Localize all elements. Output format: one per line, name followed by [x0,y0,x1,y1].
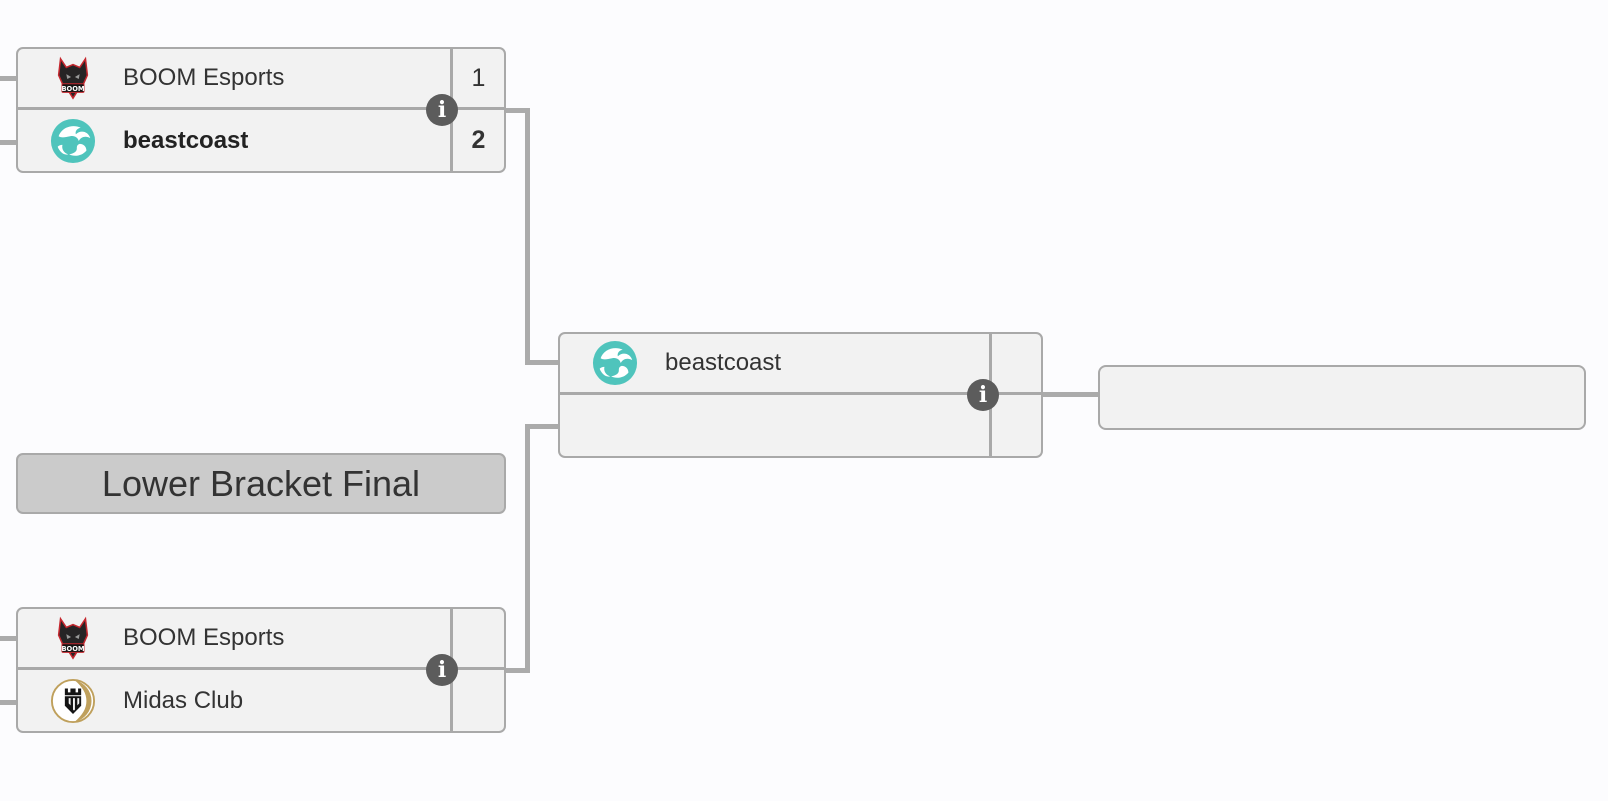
boom-esports-logo-icon[interactable]: BOOM [50,615,96,661]
svg-text:BOOM: BOOM [61,645,84,653]
match-bottom: BOOM BOOM Esports Midas Club i [16,607,506,733]
team-name[interactable]: BOOM Esports [123,624,285,651]
info-glyph: i [978,382,988,408]
advancement-slot [1098,365,1586,430]
team-name[interactable]: beastcoast [665,349,782,376]
match-info-icon[interactable]: i [426,94,458,126]
team-name[interactable]: BOOM Esports [123,64,285,91]
score-value: 1 [471,63,486,92]
connector-stub-top-row2 [0,140,17,145]
info-glyph: i [437,97,447,123]
connector-bottom-exit [504,668,530,673]
score-cell [450,609,504,670]
match-lower-bracket-final: beastcoast i [558,332,1043,458]
score-cell [989,395,1041,456]
beastcoast-logo-icon[interactable] [592,340,638,386]
info-glyph: i [437,657,447,683]
round-header-label: Lower Bracket Final [101,462,421,504]
team-slot-midas-club: Midas Club [18,670,450,731]
score-value: 2 [471,126,486,154]
connector-middle-entry-bottom [525,424,558,429]
match-info-icon[interactable]: i [426,654,458,686]
match-info-icon[interactable]: i [967,379,999,411]
team-slot-beastcoast: beastcoast [560,334,989,395]
midas-club-logo-icon[interactable] [50,678,96,724]
team-slot-empty [560,395,989,456]
team-name[interactable]: beastcoast [123,126,249,154]
score-cell: 2 [450,110,504,171]
match-top: BOOM BOOM Esports 1 beastcoast 2 i [16,47,506,173]
team-slot-boom-esports: BOOM BOOM Esports [18,49,450,110]
connector-top-exit [504,108,530,113]
connector-stub-bottom-row2 [0,700,17,705]
connector-vertical-upper [525,108,530,365]
svg-text:BOOM: BOOM [61,85,84,93]
team-slot-boom-esports: BOOM BOOM Esports [18,609,450,670]
connector-stub-top-row1 [0,76,17,81]
beastcoast-logo-icon[interactable] [50,118,96,164]
connector-vertical-lower [525,424,530,673]
connector-stub-bottom-row1 [0,636,17,641]
score-cell [450,670,504,731]
round-header: Lower Bracket Final [16,453,506,514]
score-cell: 1 [450,49,504,110]
score-cell [989,334,1041,395]
team-name[interactable]: Midas Club [123,686,244,714]
connector-middle-entry-top [525,360,558,365]
boom-esports-logo-icon[interactable]: BOOM [50,55,96,101]
connector-final-exit [1041,392,1098,397]
team-slot-beastcoast: beastcoast [18,110,450,171]
